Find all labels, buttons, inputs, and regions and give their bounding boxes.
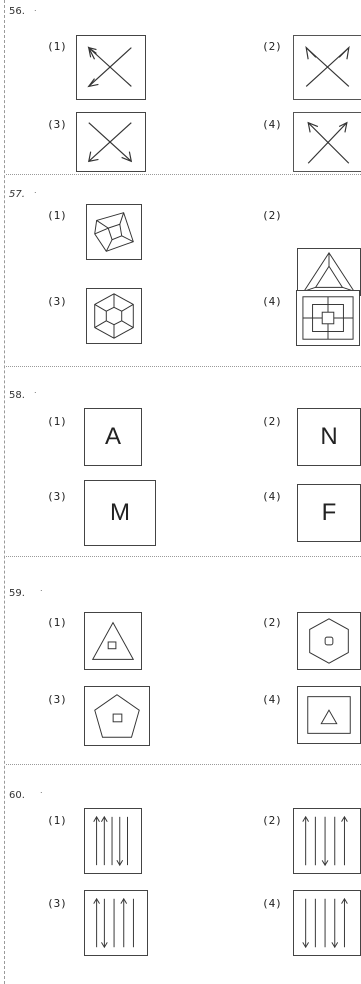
cross-arrows-icon <box>87 46 132 88</box>
figure-letter: M <box>110 499 130 526</box>
option-1-figure[interactable]: A <box>84 408 142 466</box>
option-label: (1) <box>47 40 67 53</box>
option-3-figure[interactable] <box>84 686 150 746</box>
question-divider <box>6 556 361 557</box>
option-label: (1) <box>47 814 67 827</box>
option-label: (1) <box>47 415 67 428</box>
vertical-arrows-icon <box>93 897 134 949</box>
figure-letter: N <box>320 423 338 450</box>
question-number: 59. <box>9 588 25 599</box>
vertical-arrows-icon <box>302 815 348 867</box>
nested-squares-icon <box>302 296 354 340</box>
option-label: (2) <box>262 814 282 827</box>
option-4-figure[interactable] <box>293 112 361 172</box>
vertical-arrows-icon <box>302 897 348 949</box>
option-label: (2) <box>262 616 282 629</box>
option-1-figure[interactable] <box>84 612 142 670</box>
vertical-arrows-icon <box>93 815 128 867</box>
option-label: (4) <box>262 118 282 131</box>
option-2-figure[interactable] <box>297 612 361 670</box>
option-3-figure[interactable] <box>84 890 148 956</box>
option-1-figure[interactable] <box>86 204 142 260</box>
option-1-figure[interactable] <box>76 35 146 100</box>
scan-mark: . <box>34 4 37 13</box>
option-label: (3) <box>47 897 67 910</box>
option-label: (2) <box>262 415 282 428</box>
option-2-figure[interactable] <box>293 35 361 100</box>
option-3-figure[interactable] <box>76 112 146 172</box>
figure-letter: F <box>321 499 337 526</box>
option-label: (2) <box>262 209 282 222</box>
cross-arrows-icon <box>307 121 350 164</box>
option-label: (4) <box>262 693 282 706</box>
option-3-figure[interactable]: M <box>84 480 156 546</box>
square-triangle-icon <box>307 696 351 734</box>
option-label: (3) <box>47 693 67 706</box>
option-4-figure[interactable]: F <box>297 484 361 542</box>
option-label: (4) <box>262 490 282 503</box>
option-4-figure[interactable] <box>297 686 361 744</box>
option-label: (4) <box>262 295 282 308</box>
hexagon-spokes-icon <box>94 293 134 339</box>
option-label: (2) <box>262 40 282 53</box>
triangle-square-icon <box>91 621 135 660</box>
option-1-figure[interactable] <box>84 808 142 874</box>
option-label: (4) <box>262 897 282 910</box>
figure-letter: A <box>104 423 121 450</box>
question-divider <box>6 764 361 765</box>
question-divider <box>6 366 361 367</box>
option-2-figure[interactable] <box>293 808 361 874</box>
option-label: (1) <box>47 616 67 629</box>
scan-mark: . <box>40 584 43 593</box>
cross-arrows-icon <box>305 45 350 87</box>
question-number: 56. <box>9 6 25 17</box>
option-3-figure[interactable] <box>86 288 142 344</box>
scan-mark: . <box>34 386 37 395</box>
page-margin-line <box>4 0 5 984</box>
question-divider <box>6 174 361 175</box>
nested-triangles-icon <box>303 251 355 292</box>
question-number: 60. <box>9 790 25 801</box>
cross-arrows-icon <box>88 122 133 163</box>
hexagon-square-icon <box>309 618 349 664</box>
option-label: (3) <box>47 118 67 131</box>
scan-mark: . <box>34 186 37 195</box>
option-2-figure[interactable]: N <box>297 408 361 466</box>
question-number: 58. <box>9 390 25 401</box>
pentagon-square-icon <box>94 694 140 738</box>
scan-mark: . <box>40 786 43 795</box>
option-label: (1) <box>47 209 67 222</box>
option-4-figure[interactable] <box>293 890 361 956</box>
option-4-figure[interactable] <box>296 290 360 346</box>
option-label: (3) <box>47 295 67 308</box>
option-2-figure[interactable] <box>297 248 361 296</box>
option-label: (3) <box>47 490 67 503</box>
nested-square-pentagon-icon <box>94 212 134 252</box>
question-number: 57. <box>9 189 25 200</box>
